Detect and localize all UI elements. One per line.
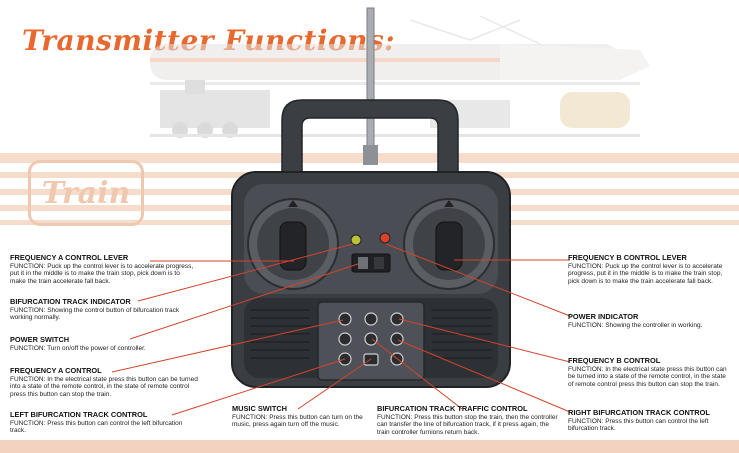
label-body: FUNCTION: In the electrical state press … (10, 375, 198, 398)
label-bifurcation-track-indicator: BIFURCATION TRACK INDICATOR FUNCTION: Sh… (10, 298, 185, 322)
train-background-graphic (150, 15, 650, 138)
power-indicator-led (379, 232, 391, 244)
label-heading: LEFT BIFURCATION TRACK CONTROL (10, 410, 148, 419)
label-body: FUNCTION: Press this button can control … (568, 417, 709, 433)
label-body: FUNCTION: Showing the control button of … (10, 306, 180, 322)
label-frequency-a-control-lever: FREQUENCY A CONTROL LEVER FUNCTION: Puck… (10, 254, 195, 285)
label-heading: FREQUENCY A CONTROL LEVER (10, 253, 129, 262)
antenna (366, 7, 375, 159)
frequency-b-control-button[interactable] (390, 332, 404, 346)
music-switch-button[interactable] (364, 312, 378, 326)
frequency-b-control-lever[interactable] (403, 198, 495, 290)
label-power-switch: POWER SWITCH FUNCTION: Turn on/off the p… (10, 336, 185, 352)
label-music-switch: MUSIC SWITCH FUNCTION: Press this button… (232, 405, 367, 429)
label-frequency-b-control: FREQUENCY B CONTROL FUNCTION: In the ele… (568, 357, 733, 388)
label-body: FUNCTION: Turn on/off the power of contr… (10, 344, 146, 352)
bifurcation-traffic-button[interactable] (364, 332, 378, 346)
label-frequency-a-control: FREQUENCY A CONTROL FUNCTION: In the ele… (10, 367, 200, 398)
label-body: FUNCTION: Press this button can turn on … (232, 413, 363, 429)
label-frequency-b-control-lever: FREQUENCY B CONTROL LEVER FUNCTION: Puck… (568, 254, 733, 285)
label-right-bifurcation-track-control: RIGHT BIFURCATION TRACK CONTROL FUNCTION… (568, 409, 733, 433)
label-heading: POWER INDICATOR (568, 312, 639, 321)
label-body: FUNCTION: Press this button stop the tra… (377, 413, 558, 436)
label-body: FUNCTION: In the electrical state press … (568, 365, 727, 388)
label-heading: RIGHT BIFURCATION TRACK CONTROL (568, 408, 710, 417)
label-body: FUNCTION: Puck up the control lever is t… (568, 262, 723, 285)
background-stripe (0, 440, 739, 453)
label-heading: BIFURCATION TRACK INDICATOR (10, 297, 131, 306)
label-body: FUNCTION: Puck up the control lever is t… (10, 262, 194, 285)
label-heading: POWER SWITCH (10, 335, 70, 344)
train-logo: Train (28, 160, 144, 226)
label-heading: MUSIC SWITCH (232, 404, 288, 413)
label-heading: FREQUENCY B CONTROL LEVER (568, 253, 687, 262)
label-heading: FREQUENCY B CONTROL (568, 356, 661, 365)
label-power-indicator: POWER INDICATOR FUNCTION: Showing the co… (568, 313, 733, 329)
label-body: FUNCTION: Showing the controller in work… (568, 321, 703, 329)
logo-text: Train (41, 175, 131, 211)
label-left-bifurcation-track-control: LEFT BIFURCATION TRACK CONTROL FUNCTION:… (10, 411, 185, 435)
label-heading: FREQUENCY A CONTROL (10, 366, 102, 375)
label-bifurcation-track-traffic-control: BIFURCATION TRACK TRAFFIC CONTROL FUNCTI… (377, 405, 559, 436)
frequency-a-control-button[interactable] (338, 332, 352, 346)
callout-lines (111, 243, 571, 416)
left-bifurcation-button[interactable] (338, 312, 352, 326)
power-switch[interactable] (351, 253, 391, 273)
label-heading: BIFURCATION TRACK TRAFFIC CONTROL (377, 404, 528, 413)
bifurcation-track-indicator-led (350, 234, 362, 246)
right-bifurcation-button[interactable] (390, 312, 404, 326)
label-body: FUNCTION: Press this button can control … (10, 419, 183, 435)
